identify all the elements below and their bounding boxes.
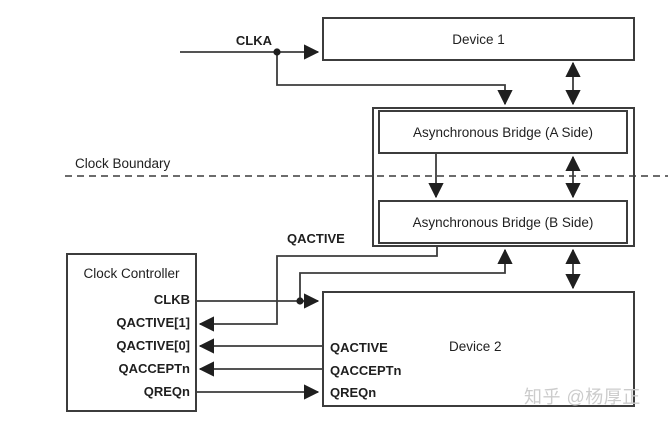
- bridge-b-box: Asynchronous Bridge (B Side): [378, 200, 628, 244]
- zhihu-watermark: 知乎 @杨厚正: [524, 387, 641, 407]
- bridge-container-box: [372, 107, 635, 247]
- clock-controller-box: Clock Controller: [66, 253, 197, 412]
- clock-controller-title: Clock Controller: [83, 266, 180, 281]
- bridge-a-title: Asynchronous Bridge (A Side): [412, 124, 594, 140]
- clkb-junction-dot: [296, 297, 304, 305]
- bridge-b-title: Asynchronous Bridge (B Side): [412, 214, 594, 230]
- clka-signal-label: CLKA: [235, 33, 272, 48]
- clock-controller-port-qactive1: QACTIVE[1]: [116, 315, 190, 330]
- clka-branch-wire: [276, 52, 513, 106]
- device1-box: Device 1: [322, 17, 635, 61]
- clock-controller-port-qacceptn: QACCEPTn: [118, 361, 191, 376]
- device2-port-qreqn: QREQn: [330, 385, 377, 400]
- clock-controller-port-qactive0: QACTIVE[0]: [116, 338, 190, 353]
- clock-controller-port-clkb: CLKB: [153, 292, 190, 307]
- device2-port-qactive: QACTIVE: [330, 340, 388, 355]
- bridge-a-box: Asynchronous Bridge (A Side): [378, 110, 628, 154]
- device1-title: Device 1: [452, 31, 505, 47]
- device2-title: Device 2: [449, 339, 502, 354]
- clock-controller-port-qreqn: QREQn: [143, 384, 190, 399]
- clock-boundary-label: Clock Boundary: [75, 156, 171, 171]
- qactive-net-label: QACTIVE: [287, 231, 345, 246]
- device2-port-qacceptn: QACCEPTn: [330, 363, 402, 378]
- qactive-wire: [198, 247, 438, 332]
- device2-box: [322, 291, 635, 407]
- clkb-branch-wire: [299, 248, 513, 301]
- clka-junction-dot: [273, 48, 281, 56]
